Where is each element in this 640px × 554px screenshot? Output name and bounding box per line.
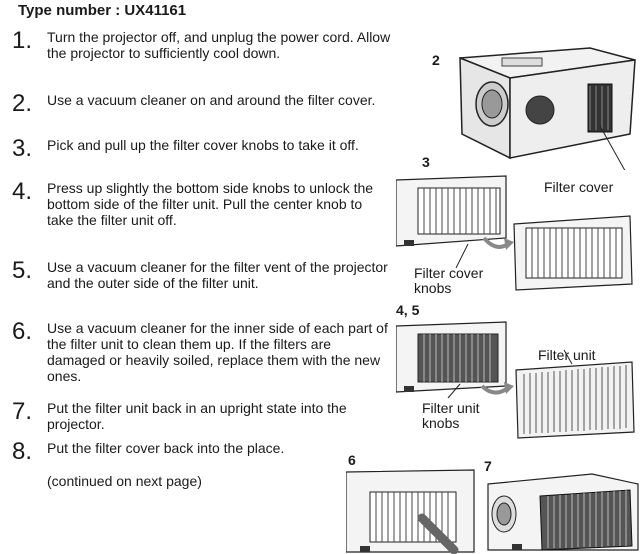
step-number: 7. xyxy=(12,398,33,425)
continued-note: (continued on next page) xyxy=(47,473,202,489)
step-text: Put the filter cover back into the place… xyxy=(47,440,285,456)
step-text: Use a vacuum cleaner for the filter vent… xyxy=(47,259,388,291)
figure-3-label: 3 xyxy=(422,154,430,170)
filter-unit-knobs-callout: Filter unit knobs xyxy=(422,401,480,431)
callout-line-2: knobs xyxy=(414,280,452,296)
filter-cover-callout: Filter cover xyxy=(544,179,614,195)
vacuum-inner-side-illustration xyxy=(346,469,475,554)
callout-line-2: knobs xyxy=(422,415,460,431)
figure-6-label: 6 xyxy=(348,452,356,468)
step-text: Use a vacuum cleaner for the inner side … xyxy=(47,320,388,384)
figure-45-label: 4, 5 xyxy=(396,302,420,318)
projector-illustration xyxy=(459,47,636,170)
step-number: 4. xyxy=(12,178,33,205)
step-text: Use a vacuum cleaner on and around the f… xyxy=(47,92,376,108)
step-text: Put the filter unit back in an upright s… xyxy=(47,400,347,432)
callout-line-1: Filter unit xyxy=(422,400,480,416)
filter-cover-knobs-callout: Filter cover knobs xyxy=(414,266,483,296)
step-number: 6. xyxy=(12,318,33,345)
filter-cover-removal-illustration xyxy=(396,175,633,291)
filter-unit-removal-illustration xyxy=(396,321,635,439)
callout-line-1: Filter cover xyxy=(414,265,484,281)
step-number: 2. xyxy=(12,90,33,117)
figure-7-label: 7 xyxy=(484,458,492,474)
filter-unit-insert-illustration xyxy=(487,473,639,551)
step-text: Turn the projector off, and unplug the p… xyxy=(47,29,391,61)
filter-unit-callout: Filter unit xyxy=(538,347,596,363)
step-text: Press up slightly the bottom side knobs … xyxy=(47,180,374,228)
step-number: 3. xyxy=(12,135,33,162)
step-number: 8. xyxy=(12,438,33,465)
step-text: Pick and pull up the filter cover knobs … xyxy=(47,137,359,153)
document-title: Type number : UX41161 xyxy=(18,2,187,19)
figure-2-label: 2 xyxy=(432,52,440,68)
step-number: 1. xyxy=(12,27,33,54)
step-number: 5. xyxy=(12,257,33,284)
